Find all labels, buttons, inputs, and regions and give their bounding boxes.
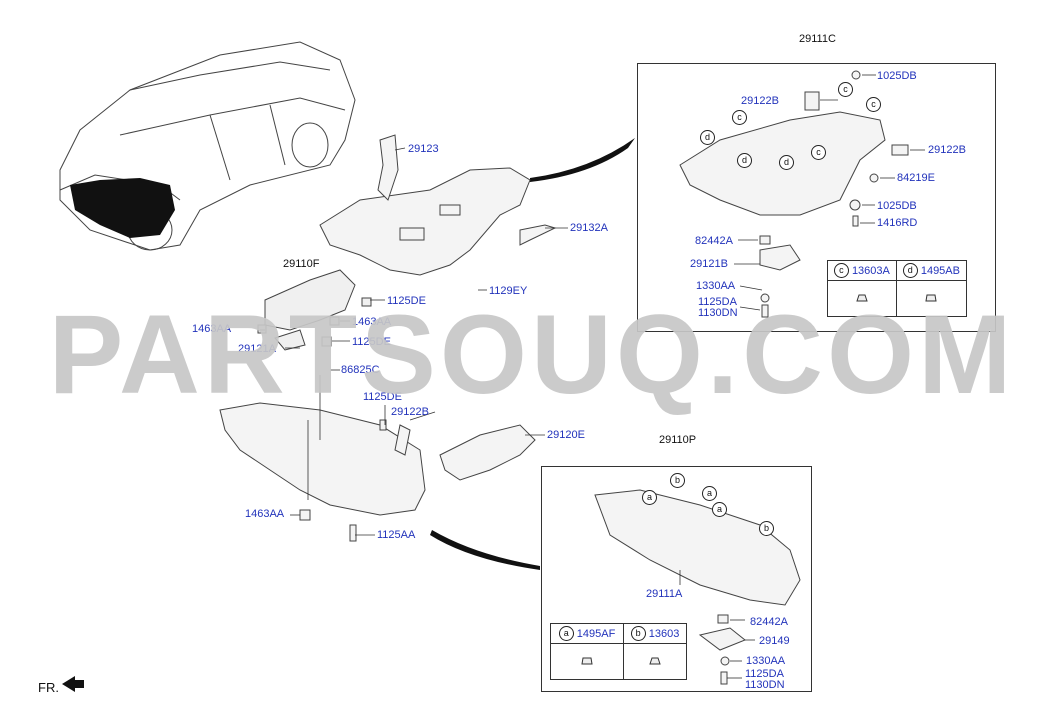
part-29110P[interactable]: 29110P <box>659 434 697 446</box>
part-1463AA[interactable]: 1463AA <box>352 316 392 328</box>
part-29111C[interactable]: 29111C <box>799 33 836 45</box>
legend-callout-c: c <box>833 263 849 278</box>
callout-b: b <box>670 473 685 488</box>
inset-bottom-panel <box>594 489 801 685</box>
lower-undercover <box>219 402 536 542</box>
part-1129EY[interactable]: 1129EY <box>489 285 528 297</box>
legend-image-a <box>549 643 625 680</box>
part-1025DB[interactable]: 1025DB <box>877 70 917 82</box>
callout-c: c <box>838 82 853 97</box>
part-29122B[interactable]: 29122B <box>928 144 966 156</box>
legend-callout-a: a <box>558 626 574 641</box>
part-82442A[interactable]: 82442A <box>695 235 733 247</box>
part-1495AB[interactable]: 1495AB <box>920 264 960 277</box>
part-29123[interactable]: 29123 <box>408 143 439 155</box>
part-1125DE[interactable]: 1125DE <box>363 391 402 403</box>
callout-a: a <box>642 490 657 505</box>
part-29121B[interactable]: 29121B <box>690 258 728 270</box>
callout-c: c <box>732 110 747 125</box>
part-1125DA[interactable]: 1125DA <box>698 296 737 308</box>
part-1125DA[interactable]: 1125DA <box>745 668 784 680</box>
part-13603A[interactable]: 13603A <box>851 264 890 277</box>
callout-d: d <box>779 155 794 170</box>
part-29110F[interactable]: 29110F <box>283 258 320 270</box>
part-29122B[interactable]: 29122B <box>741 95 779 107</box>
front-direction-arrow <box>62 676 84 692</box>
part-29120E[interactable]: 29120E <box>547 429 585 441</box>
bracket-group <box>257 269 372 351</box>
legend-table-bottom: a 1495AF b 13603 <box>549 623 687 680</box>
part-1125DE[interactable]: 1125DE <box>352 336 391 348</box>
front-direction-label: FR. <box>38 680 59 695</box>
callout-d: d <box>737 153 752 168</box>
callout-a: a <box>712 502 727 517</box>
part-1416RD[interactable]: 1416RD <box>877 217 918 229</box>
legend-cell-d: d 1495AB <box>895 260 968 281</box>
part-29111A[interactable]: 29111A <box>646 588 683 600</box>
part-1125DE[interactable]: 1125DE <box>387 295 426 307</box>
part-1025DB[interactable]: 1025DB <box>877 200 917 212</box>
legend-table-top: c 13603A d 1495AB <box>827 260 968 317</box>
car-underbody-highlight <box>70 178 175 238</box>
nut-icon <box>925 294 937 302</box>
leader-lines <box>260 74 925 679</box>
callout-d: d <box>700 130 715 145</box>
legend-cell-b: b 13603 <box>623 623 687 644</box>
nut-icon <box>581 657 593 665</box>
part-1463AA[interactable]: 1463AA <box>192 323 232 335</box>
part-29132A[interactable]: 29132A <box>570 222 608 234</box>
part-82442A[interactable]: 82442A <box>750 616 788 628</box>
inset-box-top <box>637 63 996 332</box>
part-1330AA[interactable]: 1330AA <box>696 280 736 292</box>
part-1463AA[interactable]: 1463AA <box>245 508 285 520</box>
inset-box-bottom <box>541 466 812 692</box>
callout-c: c <box>866 97 881 112</box>
part-1130DN[interactable]: 1130DN <box>698 307 738 319</box>
legend-image-d <box>895 280 968 317</box>
legend-cell-c: c 13603A <box>827 260 897 281</box>
part-1130DN[interactable]: 1130DN <box>745 679 785 691</box>
part-1495AF[interactable]: 1495AF <box>576 627 616 640</box>
callout-a: a <box>702 486 717 501</box>
part-29149[interactable]: 29149 <box>759 635 790 647</box>
legend-callout-d: d <box>902 263 918 278</box>
legend-image-b <box>623 643 687 680</box>
part-1125AA[interactable]: 1125AA <box>377 529 416 541</box>
part-13603[interactable]: 13603 <box>648 627 680 640</box>
clip-icon <box>856 294 868 302</box>
callout-b: b <box>759 521 774 536</box>
clip-icon <box>649 657 661 665</box>
part-29121A[interactable]: 29121A <box>238 343 276 355</box>
part-86825C[interactable]: 86825C <box>341 364 380 376</box>
legend-callout-b: b <box>630 626 646 641</box>
part-1330AA[interactable]: 1330AA <box>746 655 786 667</box>
upper-panel <box>319 134 557 276</box>
legend-cell-a: a 1495AF <box>549 623 625 644</box>
part-84219E[interactable]: 84219E <box>897 172 935 184</box>
leader-curve-bottom <box>430 530 540 570</box>
legend-image-c <box>827 280 897 317</box>
leader-curve-top <box>530 138 635 182</box>
callout-c: c <box>811 145 826 160</box>
part-29122B[interactable]: 29122B <box>391 406 429 418</box>
